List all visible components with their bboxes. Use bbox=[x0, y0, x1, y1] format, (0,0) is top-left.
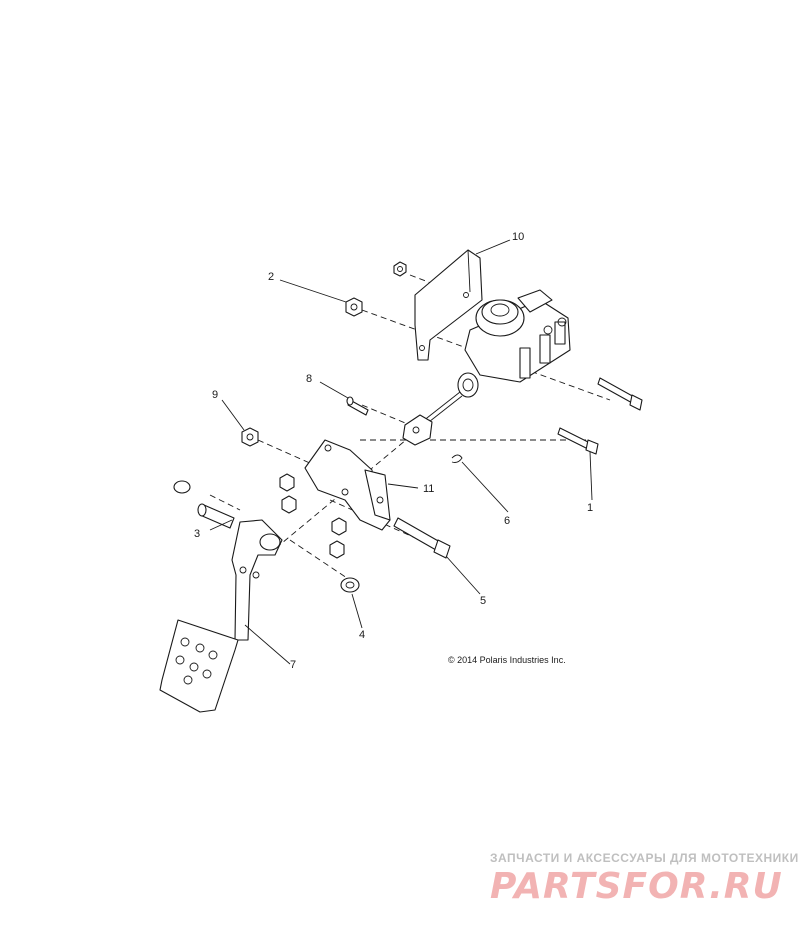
callout-7: 7 bbox=[290, 659, 296, 671]
mounting-bolts bbox=[557, 377, 643, 455]
bushing bbox=[173, 480, 235, 529]
callout-8: 8 bbox=[306, 373, 312, 385]
callout-9: 9 bbox=[212, 389, 218, 401]
nut-cluster bbox=[279, 473, 347, 559]
master-cylinder bbox=[417, 289, 571, 430]
bracket-plate bbox=[414, 249, 483, 361]
pedal-mount-bracket bbox=[304, 439, 391, 531]
watermark: ЗАПЧАСТИ И АКСЕССУАРЫ ДЛЯ МОТОТЕХНИКИ PA… bbox=[490, 851, 799, 907]
washer-nut bbox=[340, 577, 360, 593]
leader-lines bbox=[209, 239, 593, 665]
callout-3: 3 bbox=[194, 528, 200, 540]
brake-pedal bbox=[159, 519, 283, 713]
retaining-clip bbox=[451, 454, 463, 463]
bracket-nut bbox=[393, 261, 407, 277]
callout-4: 4 bbox=[359, 629, 365, 641]
callout-10: 10 bbox=[512, 231, 524, 243]
pivot-bolt bbox=[393, 517, 451, 559]
watermark-tagline: ЗАПЧАСТИ И АКСЕССУАРЫ ДЛЯ МОТОТЕХНИКИ bbox=[490, 851, 799, 865]
clevis-pin bbox=[346, 396, 369, 416]
watermark-logo: PARTSFOR.RU bbox=[490, 866, 783, 907]
callout-2: 2 bbox=[268, 271, 274, 283]
copyright-text: © 2014 Polaris Industries Inc. bbox=[448, 655, 566, 665]
callout-5: 5 bbox=[480, 595, 486, 607]
callout-11: 11 bbox=[423, 483, 434, 495]
callout-1: 1 bbox=[587, 502, 593, 514]
callout-labels: 10 2 8 9 11 1 6 3 5 4 7 bbox=[194, 231, 593, 671]
clevis bbox=[402, 414, 433, 446]
nut-9 bbox=[241, 427, 259, 447]
nut-2 bbox=[345, 297, 363, 317]
callout-6: 6 bbox=[504, 515, 510, 527]
